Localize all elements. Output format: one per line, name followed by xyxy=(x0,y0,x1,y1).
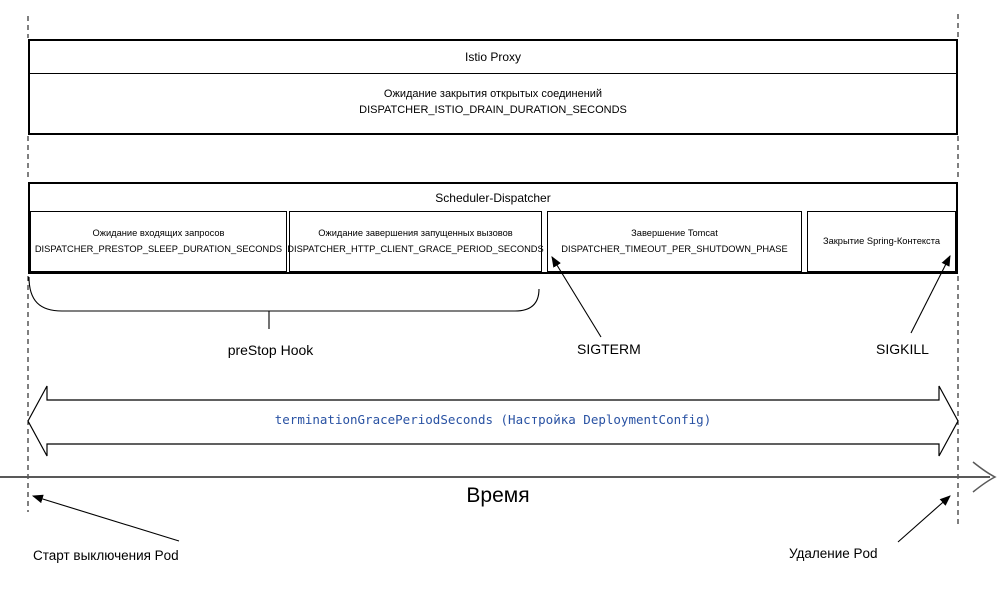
time-axis-label: Время xyxy=(466,484,530,507)
phase-label: Завершение Tomcat xyxy=(631,227,718,238)
phase-env-var: DISPATCHER_PRESTOP_SLEEP_DURATION_SECOND… xyxy=(34,243,283,254)
phase-label: Ожидание входящих запросов xyxy=(92,227,225,238)
phase-env-var: DISPATCHER_TIMEOUT_PER_SHUTDOWN_PHASE xyxy=(561,243,788,254)
pod-shutdown-start-label: Старт выключения Pod xyxy=(33,548,179,563)
istio-wait-connections-label: Ожидание закрытия открытых соединений xyxy=(383,88,603,101)
pod-deletion-leader-arrow xyxy=(897,495,951,543)
istio-proxy-title: Istio Proxy xyxy=(30,41,956,74)
istio-proxy-box: Istio Proxy Ожидание закрытия открытых с… xyxy=(28,39,958,135)
prestop-hook-label: preStop Hook xyxy=(227,342,314,358)
phase-cell-http-grace: Ожидание завершения запущенных вызовов D… xyxy=(287,211,544,272)
sigkill-label: SIGKILL xyxy=(876,341,929,357)
istio-drain-env-var: DISPATCHER_ISTIO_DRAIN_DURATION_SECONDS xyxy=(359,104,627,116)
grace-period-label: terminationGracePeriodSeconds (Настройка… xyxy=(274,412,712,427)
pod-start-leader-arrow xyxy=(31,494,180,542)
phase-cell-prestop-sleep: Ожидание входящих запросов DISPATCHER_PR… xyxy=(30,211,287,272)
phase-cell-tomcat-shutdown: Завершение Tomcat DISPATCHER_TIMEOUT_PER… xyxy=(547,211,802,272)
istio-proxy-content: Ожидание закрытия открытых соединений DI… xyxy=(30,74,956,132)
pod-deletion-label: Удаление Pod xyxy=(789,546,878,561)
time-axis-arrowhead-icon xyxy=(972,461,997,493)
phase-label: Ожидание завершения запущенных вызовов xyxy=(318,227,513,238)
prestop-hook-brace xyxy=(28,276,540,329)
phase-env-var: DISPATCHER_HTTP_CLIENT_GRACE_PERIOD_SECO… xyxy=(287,243,544,254)
scheduler-dispatcher-box: Scheduler-Dispatcher Ожидание входящих з… xyxy=(28,182,958,274)
sigterm-label: SIGTERM xyxy=(577,341,641,357)
phase-cell-spring-context: Закрытие Spring-Контекста xyxy=(807,211,956,272)
scheduler-dispatcher-title: Scheduler-Dispatcher xyxy=(435,190,551,205)
phase-label: Закрытие Spring-Контекста xyxy=(822,235,941,246)
